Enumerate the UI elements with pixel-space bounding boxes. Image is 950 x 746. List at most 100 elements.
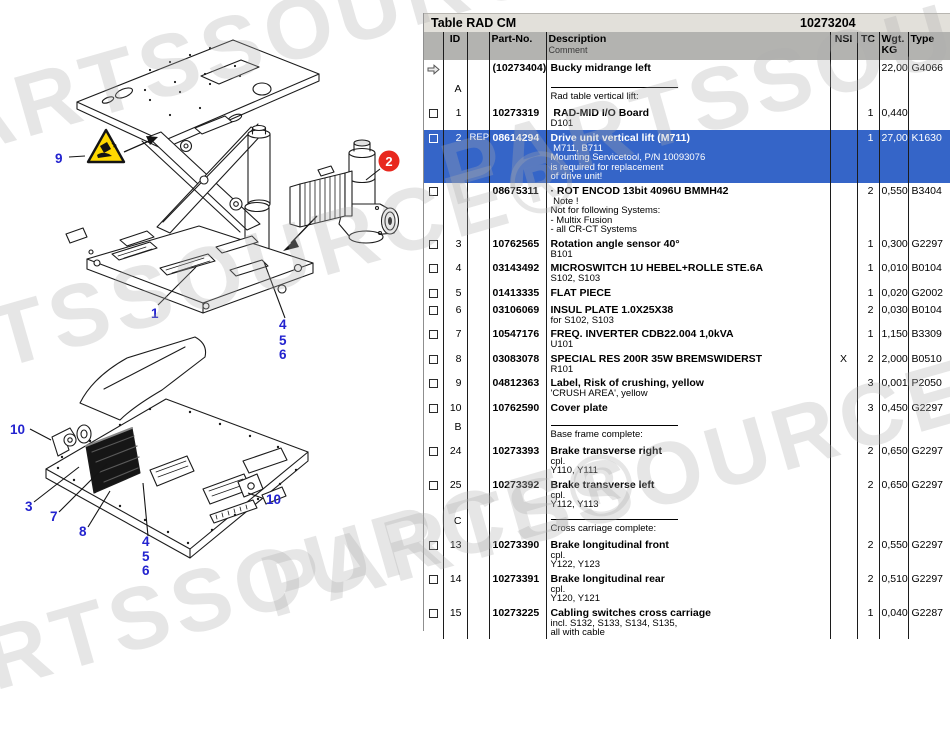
type-cell: G2297 (907, 442, 950, 477)
row-selector-cell[interactable] (424, 571, 443, 605)
row-selector-cell[interactable] (424, 183, 443, 236)
row-checkbox[interactable] (428, 109, 438, 118)
row-checkbox[interactable] (428, 446, 438, 456)
tc-cell: 2 (856, 536, 879, 571)
row-checkbox[interactable] (428, 540, 438, 550)
row-checkbox[interactable] (428, 186, 438, 196)
row-checkbox[interactable] (428, 305, 438, 315)
row-selector-cell[interactable] (424, 477, 443, 511)
description-cell: Cover plate (545, 399, 830, 417)
part-number-cell: 03083078 (488, 350, 546, 375)
header-tc: TC (856, 32, 879, 60)
description-comment: Y122, Y123 (550, 559, 600, 570)
callout-2-label: 2 (385, 154, 392, 169)
row-selector-cell[interactable] (424, 605, 443, 639)
description-main: Label, Risk of crushing, yellow (550, 377, 704, 389)
description-comment: U101 (550, 339, 574, 350)
nsi-cell (829, 510, 857, 537)
nsi-cell (829, 79, 857, 105)
row-selector-cell[interactable] (424, 443, 443, 477)
description-cell: Bucky midrange left (545, 60, 830, 79)
row-selector-cell[interactable] (424, 236, 443, 261)
description-comment: S102, S103 (550, 273, 601, 284)
row-checkbox[interactable] (428, 264, 438, 273)
description-comment: for S102, S103 (550, 314, 614, 326)
tc-cell: 2 (856, 182, 879, 236)
callout-10l-leader (29, 428, 52, 441)
row-checkbox[interactable] (428, 330, 438, 339)
nsi-cell (829, 129, 857, 183)
type-cell: G2297 (907, 570, 950, 605)
description-main: RAD-MID I/O Board (550, 107, 650, 119)
weight-cell: 22,000 (878, 60, 908, 79)
row-selector-cell[interactable] (424, 351, 443, 376)
row-selector-cell[interactable] (424, 105, 443, 130)
part-row[interactable]: 08675311· ROT ENCOD 13bit 4096U BMMH42 N… (424, 182, 950, 236)
callout-10-right: 10 (266, 492, 281, 507)
row-selector-cell[interactable] (424, 326, 443, 351)
row-checkbox[interactable] (428, 133, 438, 143)
callout-4-lower: 4 (142, 534, 150, 549)
row-checkbox[interactable] (428, 480, 438, 490)
row-selector-cell[interactable] (424, 260, 443, 285)
description-comment: cpl. (550, 549, 566, 561)
weight-cell: 0,510 (878, 570, 908, 605)
row-selector-cell[interactable] (424, 537, 443, 571)
row-selector-cell[interactable] (424, 375, 443, 400)
row-selector-cell[interactable] (424, 129, 443, 183)
description-comment: cpl. (550, 489, 566, 501)
item-id-cell: 1 (442, 105, 467, 130)
row-checkbox[interactable] (428, 574, 438, 584)
callout-5: 5 (279, 333, 287, 348)
row-checkbox[interactable] (428, 354, 438, 364)
row-selector-cell[interactable] (424, 285, 443, 302)
description-comment: Note ! (550, 195, 579, 207)
parts-table-header: ID Part-No. Description Comment NSI TC W… (424, 32, 950, 60)
description-comment: R101 (550, 363, 574, 375)
row-checkbox[interactable] (428, 379, 438, 388)
rep-flag-cell (466, 260, 489, 285)
row-checkbox[interactable] (428, 288, 438, 298)
row-selector-cell[interactable] (424, 60, 443, 79)
callout-10-left: 10 (10, 422, 25, 437)
tc-cell: 1 (856, 326, 879, 351)
callout-1-leader (157, 266, 197, 306)
description-main: FLAT PIECE (550, 286, 611, 299)
row-checkbox[interactable] (428, 239, 438, 249)
header-selector (424, 32, 443, 60)
description-cell: · ROT ENCOD 13bit 4096U BMMH42 Note !Not… (545, 182, 830, 236)
callout-8-leader (87, 490, 111, 528)
weight-cell (878, 416, 908, 443)
section-divider-line (550, 518, 678, 520)
group-letter-cell: C (442, 510, 467, 537)
row-checkbox[interactable] (428, 403, 438, 413)
drive-unit-arrow (283, 215, 318, 251)
part-number-cell: 10273319 (488, 105, 546, 130)
part-number-cell: 10273391 (488, 570, 546, 605)
callout-8: 8 (79, 524, 87, 539)
row-selector-cell[interactable] (424, 302, 443, 327)
weight-cell (878, 79, 908, 105)
type-cell (907, 510, 950, 537)
description-comment: is required for replacement (550, 161, 664, 173)
row-selector-cell (424, 417, 443, 443)
row-checkbox[interactable] (428, 608, 438, 618)
row-selector-cell[interactable] (424, 400, 443, 417)
